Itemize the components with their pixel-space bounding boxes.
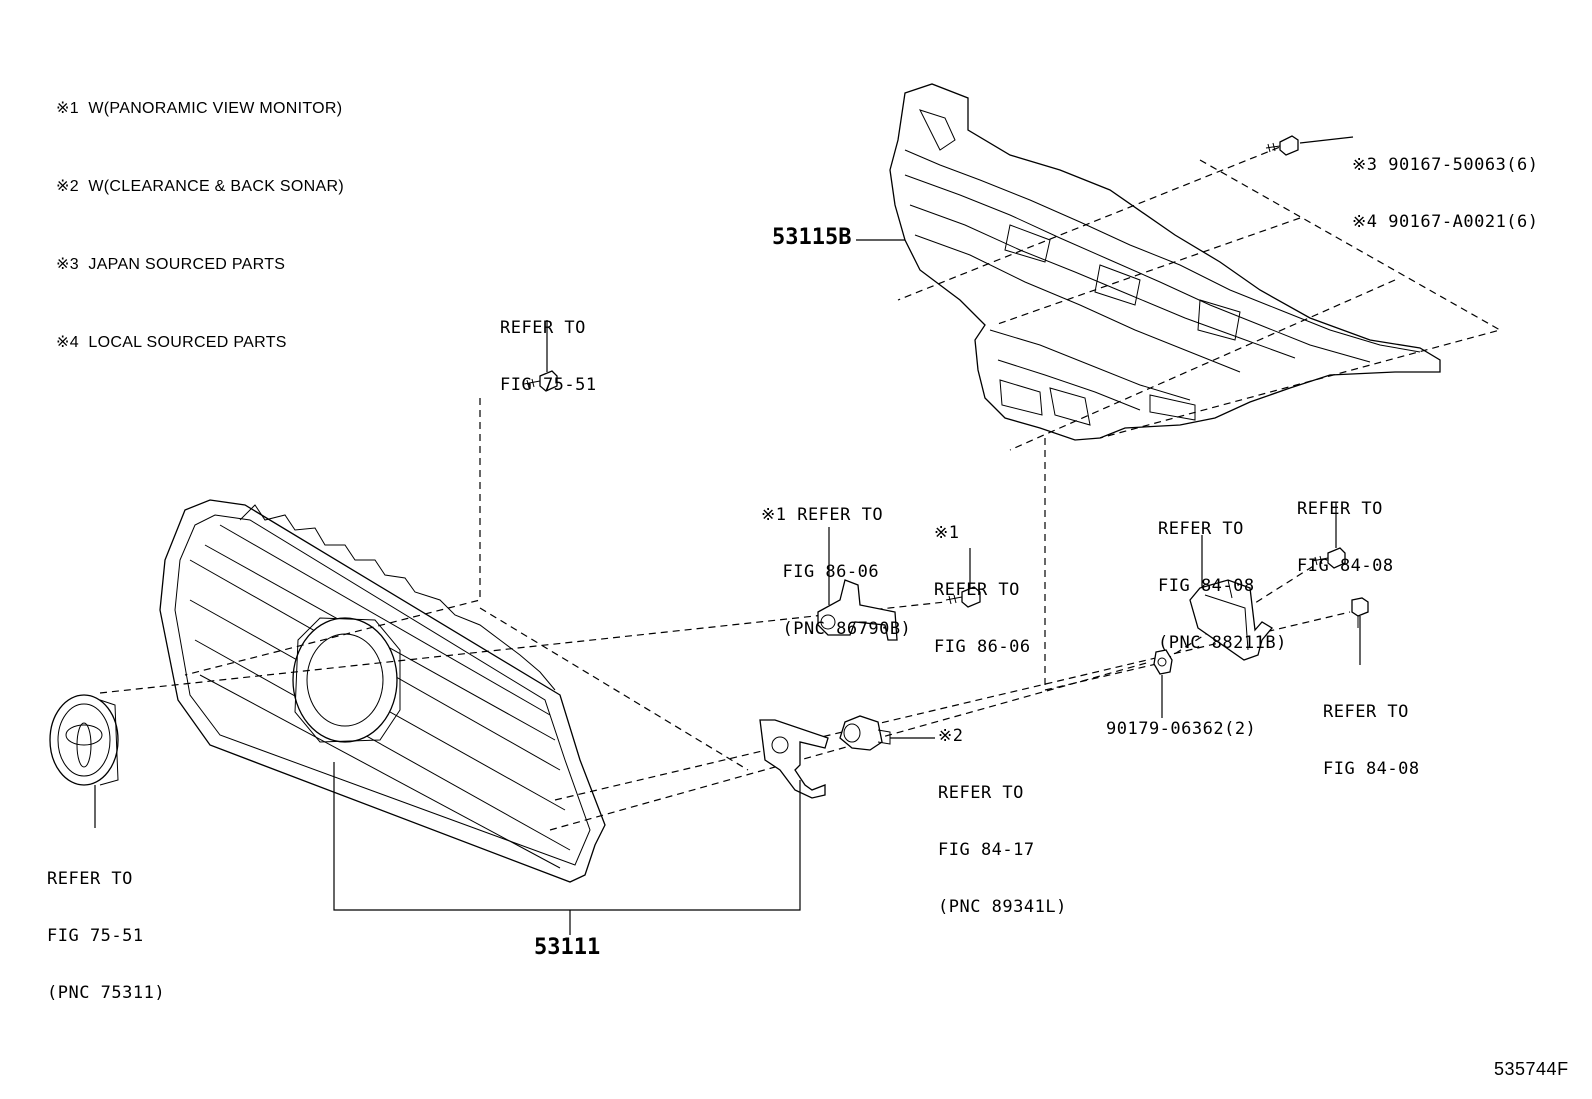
legend-mark: ※1	[56, 100, 79, 117]
callout-line: FIG 75-51	[47, 926, 144, 946]
callout-line: FIG 84-17	[938, 840, 1035, 860]
radiator-support-part	[889, 83, 1441, 441]
bolt-icon	[1311, 547, 1346, 569]
callout-line: FIG 75-51	[500, 375, 597, 395]
legend-mark: ※4	[56, 334, 79, 351]
bolt-icon	[1351, 597, 1369, 628]
legend-text: W(CLEARANCE & BACK SONAR)	[88, 178, 344, 195]
refer-fig-86-06-bolt-callout: ※1 REFER TO FIG 86-06	[934, 486, 1031, 676]
bolt-part-number-callout: ※3 90167-50063(6) ※4 90167-A0021(6)	[1352, 118, 1539, 251]
legend-item: ※1 W(PANORAMIC VIEW MONITOR)	[56, 96, 344, 122]
refer-fig-84-17-sonar-callout: ※2 REFER TO FIG 84-17 (PNC 89341L)	[938, 689, 1067, 936]
refer-fig-86-06-bracket-callout: ※1 REFER TO FIG 86-06 (PNC 86790B)	[761, 468, 911, 658]
legend: ※1 W(PANORAMIC VIEW MONITOR) ※2 W(CLEARA…	[56, 44, 344, 382]
part-number-90179: 90179-06362(2)	[1106, 719, 1257, 739]
bolt-icon	[523, 370, 558, 392]
callout-line: FIG 84-08	[1323, 759, 1420, 779]
callout-line: (PNC 75311)	[47, 983, 166, 1003]
radiator-grille-part	[159, 499, 606, 883]
bolt-icon	[1265, 135, 1299, 156]
refer-fig-75-51-callout: REFER TO FIG 75-51	[500, 281, 597, 414]
legend-text: W(PANORAMIC VIEW MONITOR)	[88, 100, 343, 117]
legend-text: LOCAL SOURCED PARTS	[88, 334, 287, 351]
callout-line: ※2	[938, 726, 964, 746]
callout-line: REFER TO	[47, 869, 133, 889]
callout-line: REFER TO	[1158, 519, 1244, 539]
part-number-53115b: 53115B	[772, 225, 852, 250]
refer-fig-75-51-emblem-callout: REFER TO FIG 75-51 (PNC 75311)	[47, 832, 165, 1022]
callout-line: REFER TO	[500, 318, 586, 338]
bolt-icon	[945, 586, 981, 608]
callout-line: (PNC 89341L)	[938, 897, 1067, 917]
callout-line: FIG 84-08	[1297, 556, 1394, 576]
callout-line: FIG 84-08	[1158, 576, 1255, 596]
callout-line: REFER TO	[1297, 499, 1383, 519]
callout-line: FIG 86-06	[761, 562, 880, 582]
callout-line: ※1	[934, 523, 960, 543]
clip-part	[1153, 649, 1173, 675]
radar-module-part	[1189, 579, 1273, 661]
callout-line: ※1 REFER TO	[761, 505, 884, 525]
sonar-bracket-part	[759, 719, 829, 799]
callout-line: REFER TO	[934, 580, 1020, 600]
callout-line: (PNC 88211B)	[1158, 633, 1287, 653]
legend-item: ※4 LOCAL SOURCED PARTS	[56, 330, 344, 356]
figure-id: 535744F	[1494, 1059, 1569, 1079]
legend-mark: ※2	[56, 178, 79, 195]
callout-line: ※4 90167-A0021(6)	[1352, 212, 1539, 232]
callout-line: (PNC 86790B)	[761, 619, 912, 639]
callout-line: FIG 86-06	[934, 637, 1031, 657]
callout-line: ※3 90167-50063(6)	[1352, 155, 1539, 175]
part-number-53111: 53111	[534, 935, 601, 960]
callout-line: REFER TO	[938, 783, 1024, 803]
refer-fig-84-08-module-callout: REFER TO FIG 84-08 (PNC 88211B)	[1158, 482, 1287, 672]
legend-item: ※3 JAPAN SOURCED PARTS	[56, 252, 344, 278]
sonar-sensor-part	[839, 715, 891, 751]
legend-item: ※2 W(CLEARANCE & BACK SONAR)	[56, 174, 344, 200]
camera-bracket-part	[817, 579, 898, 641]
legend-text: JAPAN SOURCED PARTS	[88, 256, 286, 273]
refer-fig-84-08-bolt-top-callout: REFER TO FIG 84-08	[1297, 462, 1394, 595]
callout-line: REFER TO	[1323, 702, 1409, 722]
emblem-part	[49, 694, 119, 786]
refer-fig-84-08-bolt-bottom-callout: REFER TO FIG 84-08	[1323, 665, 1420, 798]
legend-mark: ※3	[56, 256, 79, 273]
